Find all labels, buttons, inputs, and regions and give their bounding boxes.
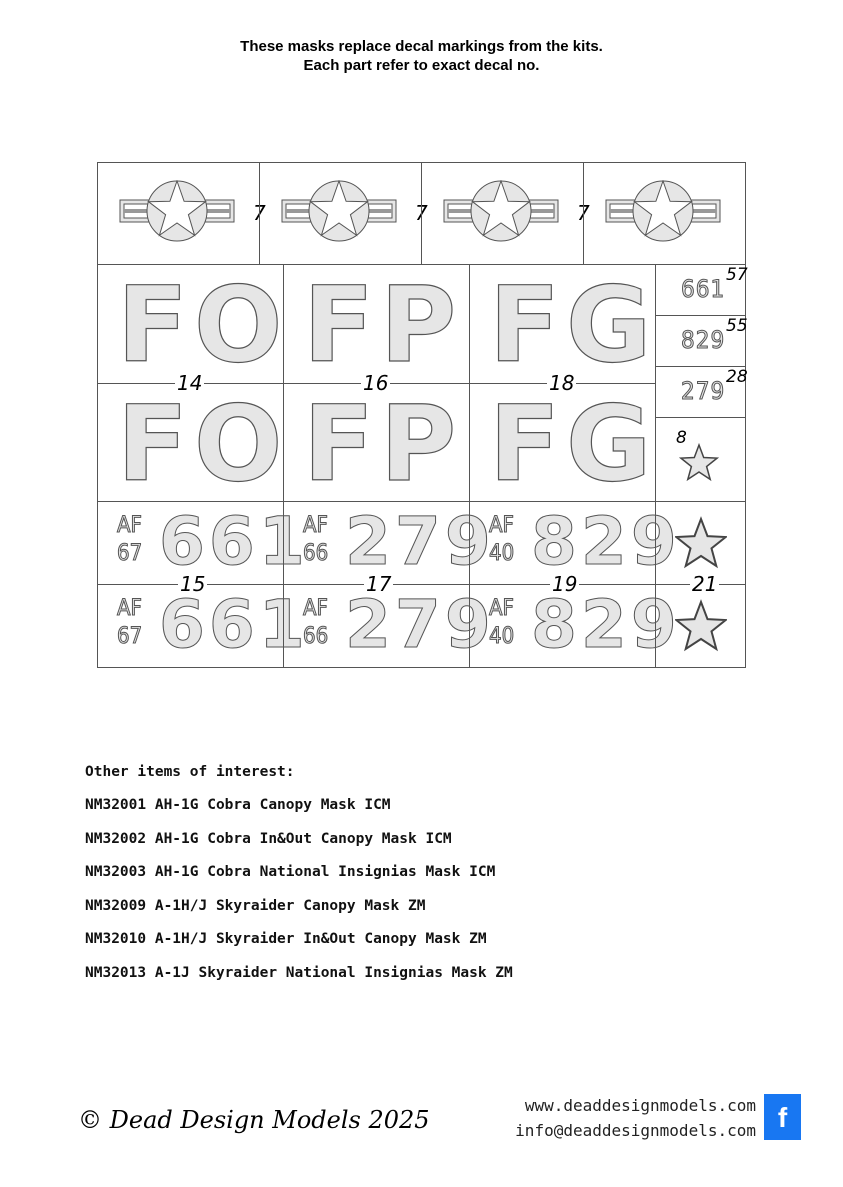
af-label: AF bbox=[303, 596, 329, 621]
year-label: 66 bbox=[302, 624, 329, 649]
letter-mask: FO bbox=[116, 383, 289, 505]
serial-number-mask: 661 bbox=[159, 586, 309, 663]
small-number-mask: 279 bbox=[680, 377, 726, 405]
copyright: © Dead Design Models 2025 bbox=[78, 1106, 430, 1134]
national-insignia-icon bbox=[279, 179, 399, 244]
serial-number-mask: 661 bbox=[159, 503, 309, 580]
year-label: 40 bbox=[488, 541, 515, 566]
star-icon bbox=[673, 598, 729, 654]
decal-number: 18 bbox=[547, 371, 577, 395]
year-label: 67 bbox=[116, 541, 143, 566]
small-number-mask: 829 bbox=[680, 326, 726, 354]
other-item: NM32001 AH-1G Cobra Canopy Mask ICM bbox=[85, 797, 391, 813]
decal-number: 15 bbox=[178, 572, 208, 596]
serial-number-mask: 829 bbox=[531, 503, 681, 580]
decal-number: 16 bbox=[361, 371, 391, 395]
national-insignia-icon bbox=[441, 179, 561, 244]
year-label: 40 bbox=[488, 624, 515, 649]
letter-mask: FG bbox=[488, 383, 658, 505]
letter-mask: FO bbox=[116, 264, 289, 386]
decal-number: 8 bbox=[676, 428, 687, 448]
national-insignia-icon bbox=[117, 179, 237, 244]
af-label: AF bbox=[303, 513, 329, 538]
decal-number: 28 bbox=[726, 367, 748, 387]
decal-number: 19 bbox=[550, 572, 580, 596]
header-line-2: Each part refer to exact decal no. bbox=[303, 57, 540, 74]
other-item: NM32010 A-1H/J Skyraider In&Out Canopy M… bbox=[85, 931, 487, 947]
letter-mask: FP bbox=[302, 264, 463, 386]
star-icon bbox=[673, 515, 729, 571]
other-items-title: Other items of interest: bbox=[85, 764, 295, 780]
af-label: AF bbox=[117, 513, 143, 538]
serial-number-mask: 279 bbox=[345, 503, 495, 580]
header-line-1: These masks replace decal markings from … bbox=[240, 38, 603, 55]
af-label: AF bbox=[489, 513, 515, 538]
year-label: 67 bbox=[116, 624, 143, 649]
serial-number-mask: 279 bbox=[345, 586, 495, 663]
letter-mask: FP bbox=[302, 383, 463, 505]
af-label: AF bbox=[489, 596, 515, 621]
decal-number: 14 bbox=[175, 371, 205, 395]
serial-number-mask: 829 bbox=[531, 586, 681, 663]
other-item: NM32013 A-1J Skyraider National Insignia… bbox=[85, 964, 513, 981]
decal-number: 17 bbox=[364, 572, 394, 596]
other-item: NM32003 AH-1G Cobra National Insignias M… bbox=[85, 864, 496, 880]
email-link[interactable]: info@deaddesignmodels.com bbox=[515, 1121, 756, 1140]
other-item: NM32009 A-1H/J Skyraider Canopy Mask ZM bbox=[85, 897, 426, 914]
decal-number: 55 bbox=[726, 316, 748, 336]
decal-number: 21 bbox=[690, 572, 720, 596]
facebook-icon[interactable]: f bbox=[764, 1094, 801, 1140]
af-label: AF bbox=[117, 596, 143, 621]
small-number-mask: 661 bbox=[680, 275, 726, 303]
website-link[interactable]: www.deaddesignmodels.com bbox=[524, 1096, 756, 1115]
national-insignia-icon bbox=[603, 179, 723, 244]
letter-mask: FG bbox=[488, 264, 658, 386]
star-icon bbox=[678, 442, 720, 482]
year-label: 66 bbox=[302, 541, 329, 566]
decal-number: 57 bbox=[726, 265, 748, 285]
other-item: NM32002 AH-1G Cobra In&Out Canopy Mask I… bbox=[85, 830, 452, 847]
